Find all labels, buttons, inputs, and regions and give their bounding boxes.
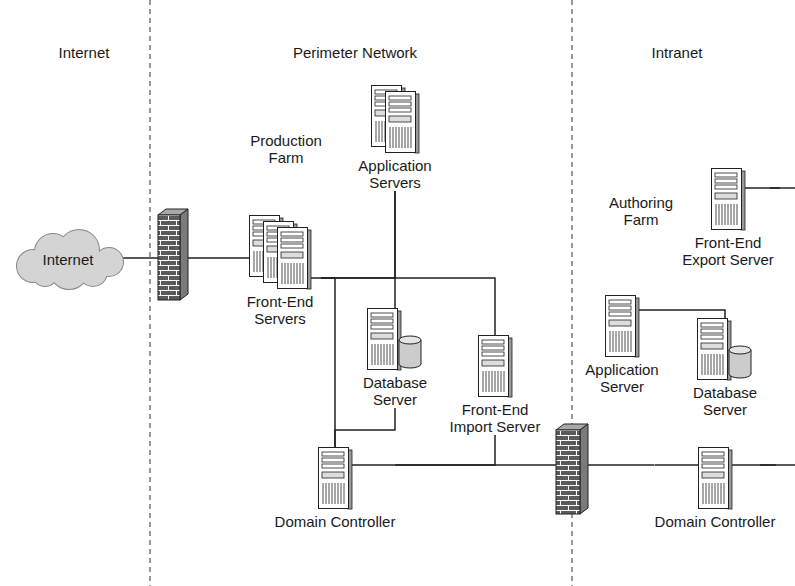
disk-cylinder — [399, 336, 421, 368]
server-icon — [711, 168, 745, 230]
server-icon: Application Server — [578, 295, 666, 395]
network-link — [321, 278, 335, 447]
server-icon: Front-End Servers — [239, 215, 321, 327]
node-label: Application Server — [578, 361, 666, 395]
network-link — [395, 464, 654, 466]
server-tower — [318, 448, 352, 510]
server-tower — [698, 448, 732, 510]
database-server — [697, 318, 753, 380]
zone-label: Internet — [59, 44, 110, 61]
server-icon — [698, 447, 732, 509]
server-icon — [478, 335, 512, 397]
database-server: Database Server — [359, 308, 431, 408]
database-server — [367, 308, 423, 370]
node-label: Front-End Import Server — [443, 401, 547, 435]
server-tower — [698, 319, 732, 381]
zone-label: Intranet — [652, 44, 703, 61]
database-server: Database Server — [689, 318, 761, 418]
server-tower — [606, 296, 640, 358]
firewall — [158, 209, 188, 300]
node-label: Internet — [43, 251, 94, 268]
server-tower — [368, 309, 402, 371]
node-label: Domain Controller — [655, 513, 776, 530]
server-farm: Application ServersFront-End ServersData… — [235, 140, 533, 438]
network-link — [394, 191, 396, 308]
node-label: Domain Controller — [275, 513, 396, 530]
server-tower — [278, 228, 312, 290]
firewall — [556, 424, 588, 514]
disk-cylinder — [729, 346, 751, 378]
network-link — [666, 310, 725, 318]
server-tower — [712, 169, 746, 231]
node-label: Production Farm — [243, 132, 329, 166]
node-label: Front-End Export Server — [676, 234, 780, 268]
node-label: Authoring Farm — [599, 194, 683, 228]
zone-label: Perimeter Network — [293, 44, 417, 61]
server-icon — [371, 85, 419, 153]
network-link — [321, 278, 495, 335]
server-icon: Front-End Export Server — [676, 168, 780, 268]
network-link — [321, 191, 395, 278]
node-label: Application Servers — [349, 157, 441, 191]
server-icon: Application Servers — [349, 85, 441, 191]
network-link — [395, 435, 495, 465]
server-icon: Front-End Import Server — [443, 335, 547, 435]
server-icon — [318, 447, 352, 509]
zone-divider — [150, 0, 151, 586]
server-icon — [249, 215, 311, 289]
node-label: Database Server — [689, 384, 761, 418]
server-tower — [386, 92, 420, 154]
server-tower — [479, 336, 513, 398]
internet-cloud: Internet — [13, 228, 123, 290]
node-label: Database Server — [359, 374, 431, 408]
server-icon — [605, 295, 639, 357]
server-icon: Domain Controller — [655, 447, 776, 530]
server-icon: Domain Controller — [275, 447, 396, 530]
server-farm: Front-End Export ServerApplication Serve… — [577, 254, 795, 490]
node-label: Front-End Servers — [239, 293, 321, 327]
network-link — [335, 408, 395, 447]
